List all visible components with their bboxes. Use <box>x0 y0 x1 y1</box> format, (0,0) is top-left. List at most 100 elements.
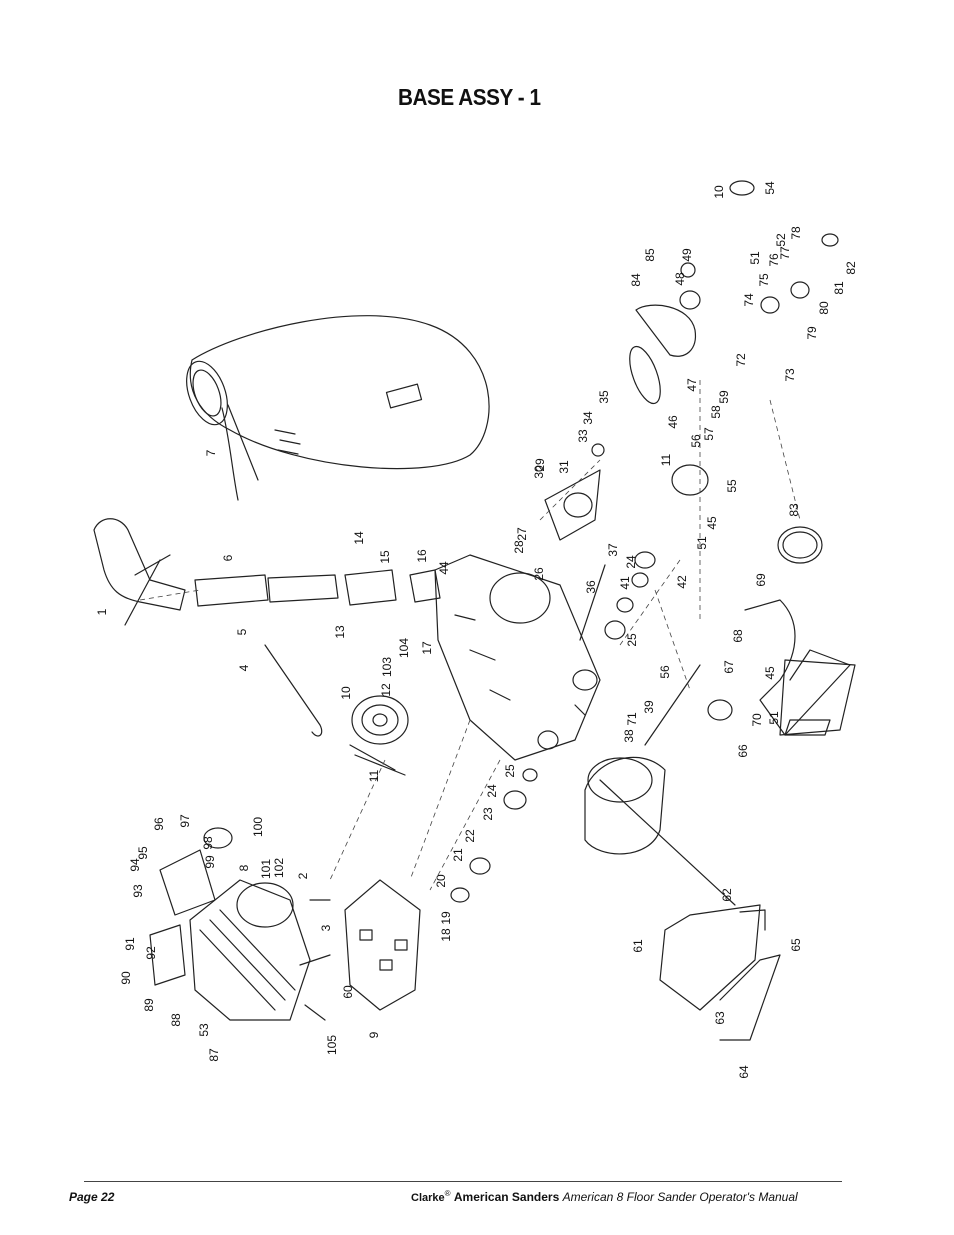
callout-label: 39 <box>642 700 656 714</box>
callout-label: 21 <box>451 848 465 862</box>
callout-label: 6 <box>221 554 235 561</box>
callout-label: 92 <box>144 946 158 960</box>
footer-rule <box>84 1181 842 1182</box>
callout-label: 14 <box>352 531 366 545</box>
callout-label: 98 <box>201 836 215 850</box>
callout-label: 23 <box>481 807 495 821</box>
callout-label: 38 <box>622 729 636 743</box>
callout-label: 56 <box>658 665 672 679</box>
callout-label: 85 <box>643 248 657 262</box>
callout-label: 87 <box>207 1048 221 1062</box>
callout-label: 7 <box>204 449 218 456</box>
callout-label: 42 <box>675 575 689 589</box>
callout-label: 80 <box>817 301 831 315</box>
callout-label: 41 <box>618 576 632 590</box>
callout-label: 18 <box>439 928 453 942</box>
callout-label: 81 <box>832 281 846 295</box>
callout-label: 4 <box>237 664 251 671</box>
footer-brand: Clarke <box>411 1192 445 1204</box>
callout-label: 11 <box>367 769 381 782</box>
callout-label: 22 <box>463 829 477 843</box>
callout-label: 54 <box>763 181 777 195</box>
callout-label: 25 <box>625 633 639 647</box>
callout-label: 47 <box>685 378 699 392</box>
callout-label: 37 <box>606 543 620 557</box>
callout-label: 71 <box>625 712 639 726</box>
callout-label: 74 <box>742 293 756 307</box>
motor-plate <box>344 879 421 1011</box>
callout-label: 65 <box>789 938 803 952</box>
callout-label: 100 <box>251 817 265 837</box>
callout-label: 13 <box>333 625 347 639</box>
callout-label: 10 <box>712 185 726 199</box>
footer-page-number: Page 22 <box>69 1190 115 1204</box>
callout-label: 62 <box>720 888 734 902</box>
callout-label: 83 <box>787 503 801 517</box>
callout-label: 51 <box>767 711 781 725</box>
callout-label: 102 <box>272 858 286 878</box>
callout-label: 34 <box>581 411 595 425</box>
callout-label: 51 <box>748 251 762 265</box>
callout-label: 104 <box>397 638 411 658</box>
callout-label: 73 <box>783 368 797 382</box>
callout-label: 44 <box>437 561 451 575</box>
callout-label: 55 <box>725 479 739 493</box>
callout-label: 97 <box>178 814 192 828</box>
callout-label: 77 <box>778 246 792 260</box>
callout-label: 16 <box>415 549 429 563</box>
callout-label: 10 <box>339 686 353 700</box>
callout-label: 8 <box>237 864 251 871</box>
callout-label: 93 <box>131 884 145 898</box>
callout-label: 79 <box>805 326 819 340</box>
callout-label: 30 <box>532 465 546 479</box>
assembly-centre-lines <box>139 380 801 891</box>
page-title: BASE ASSY - 1 <box>398 84 541 110</box>
drum-shaft <box>644 664 701 746</box>
callout-label: 20 <box>434 874 448 888</box>
callout-label: 95 <box>136 846 150 860</box>
callout-label: 2 <box>296 872 310 879</box>
drum-cover <box>629 304 823 564</box>
callout-label: 70 <box>750 713 764 727</box>
support-rod <box>264 644 323 737</box>
sanding-drum <box>584 756 736 906</box>
callout-label: 68 <box>731 629 745 643</box>
sandpaper-sheet <box>659 904 781 1041</box>
callout-label: 28 <box>512 540 526 554</box>
callout-label: 63 <box>713 1011 727 1025</box>
callout-label: 53 <box>197 1023 211 1037</box>
callout-label: 17 <box>420 641 434 655</box>
dust-pickup <box>744 599 856 736</box>
callout-label: 99 <box>203 855 217 869</box>
callout-label: 19 <box>439 911 453 925</box>
footer-registered-mark: ® <box>444 1189 451 1198</box>
callout-label: 33 <box>576 429 590 443</box>
callout-label: 67 <box>722 660 736 674</box>
callout-label: 51 <box>695 536 709 550</box>
callout-label: 36 <box>584 580 598 594</box>
callout-label: 57 <box>702 427 716 441</box>
footer-manual-title: American 8 Floor Sander Operator's Manua… <box>562 1190 798 1204</box>
callout-label: 84 <box>629 273 643 287</box>
elbow-tube <box>93 518 186 626</box>
callout-label: 101 <box>259 859 273 879</box>
callout-label: 60 <box>341 985 355 999</box>
callout-label: 89 <box>142 998 156 1012</box>
callout-label: 49 <box>680 248 694 262</box>
callout-label: 69 <box>754 573 768 587</box>
callout-label: 61 <box>631 939 645 953</box>
callout-label: 45 <box>705 516 719 530</box>
callout-label: 90 <box>119 971 133 985</box>
footer-manual-info: Clarke® American Sanders American 8 Floo… <box>411 1189 798 1204</box>
callout-label: 11 <box>659 453 673 466</box>
callout-label: 12 <box>379 683 393 697</box>
callout-label: 72 <box>734 353 748 367</box>
footer-company: American Sanders <box>453 1190 560 1204</box>
callout-label: 64 <box>737 1065 751 1079</box>
drive-motor <box>149 849 311 1021</box>
callout-label: 9 <box>367 1031 381 1038</box>
callout-label: 46 <box>666 415 680 429</box>
callout-label: 24 <box>624 555 638 569</box>
